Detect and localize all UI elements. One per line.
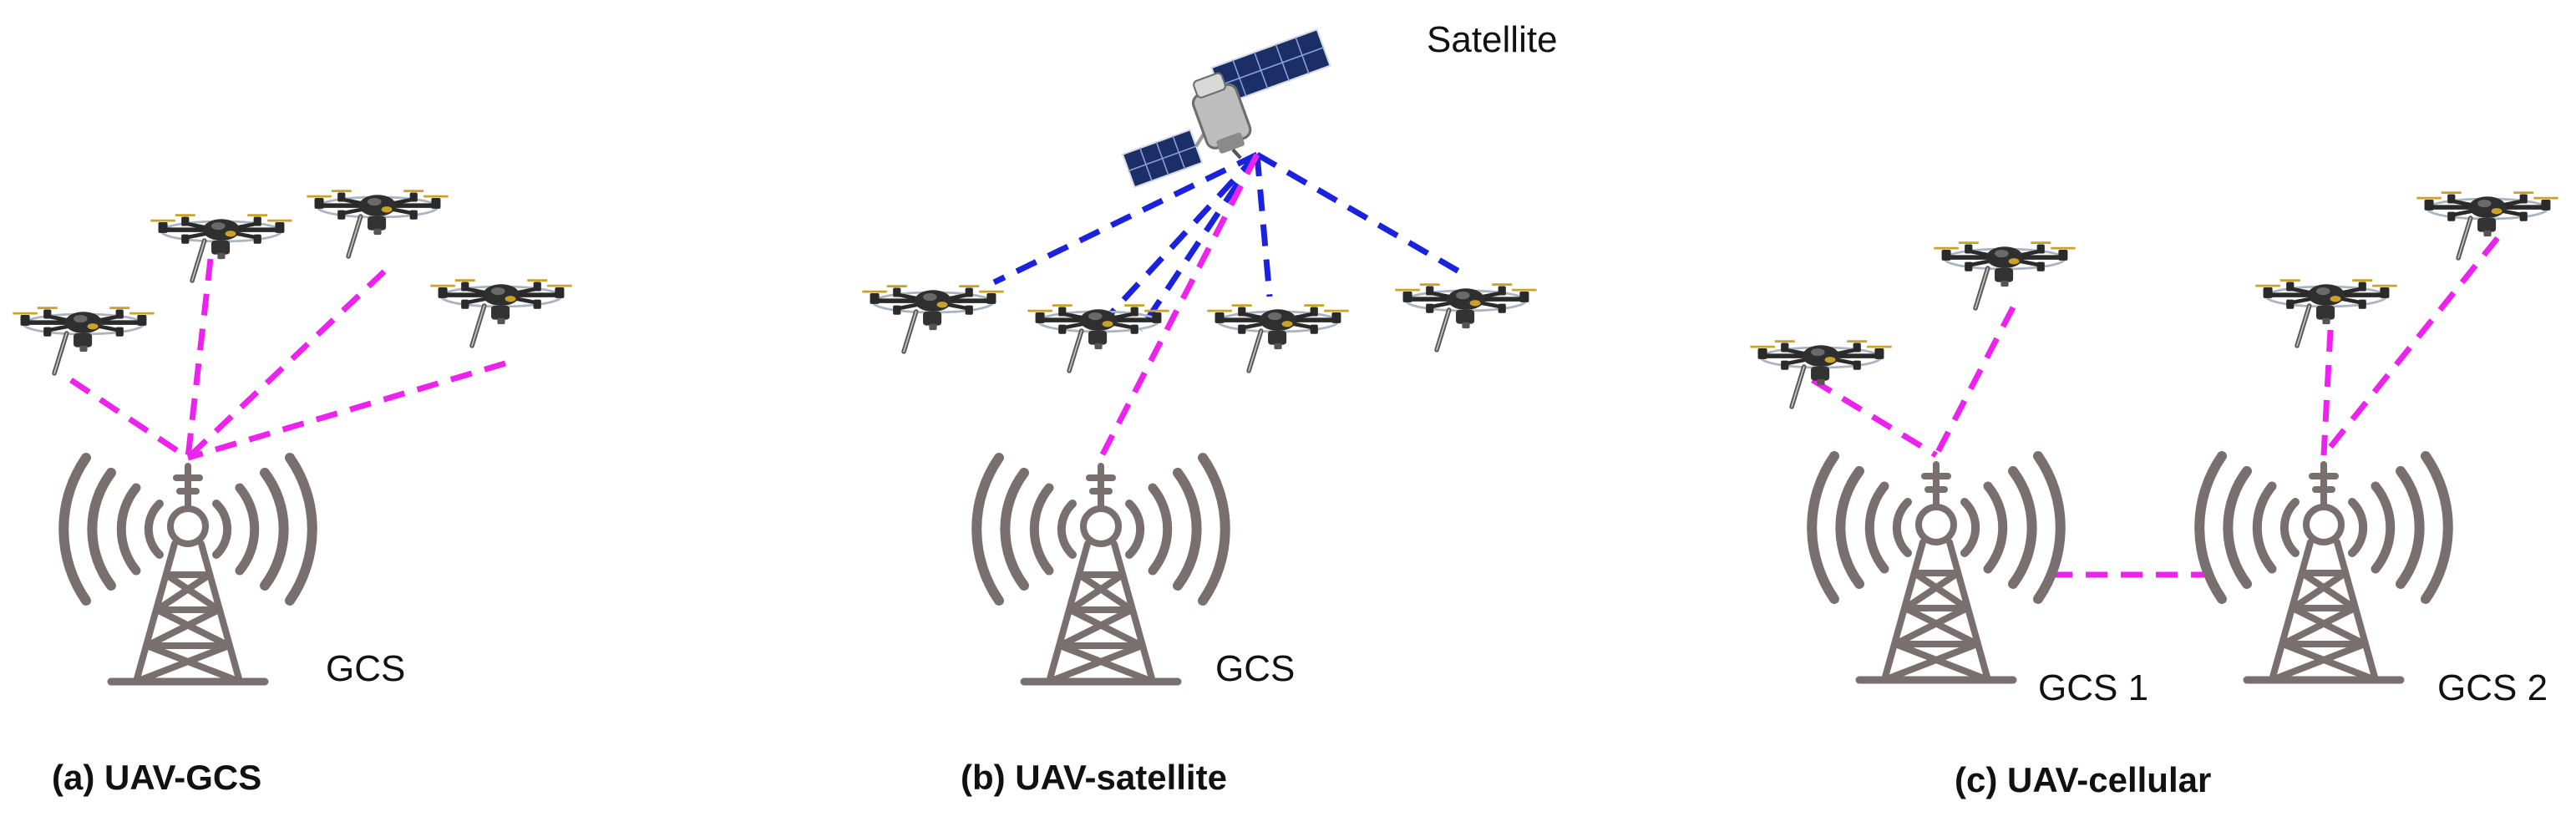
satellite-label: Satellite [1427,19,1558,60]
panel-c: GCS 1 GCS 2 (c) UAV-cellular [1750,193,2558,799]
cellular-links [1811,236,2500,578]
link-drone-a2-gcs [185,258,214,459]
radio-tower-icon [2199,456,2448,680]
link-sat-drone-b3 [1254,154,1273,297]
gcs-label: GCS [1215,648,1295,689]
link-sat-gcs [1098,153,1260,459]
link-sat-drone-b1 [992,151,1259,286]
link-sat-drone-b2 [1093,152,1260,332]
panel-a: GCS (a) UAV-GCS [13,191,571,797]
ground-links [69,258,506,461]
link-drone-a3-gcs [185,269,387,460]
radio-tower-icon [63,458,312,682]
link-drone-c4-gcs2 [2321,236,2500,458]
satellite-icon [1105,29,1349,195]
drone-icon [13,308,154,373]
caption-a: (a) UAV-GCS [52,758,261,797]
link-sat-drone-b2b [1138,153,1260,332]
link-drone-a4-gcs [187,360,506,461]
caption-c: (c) UAV-cellular [1955,760,2211,799]
radio-tower-icon [1812,456,2061,680]
drone-icon [862,287,1003,352]
link-drone-c3-gcs2 [2320,329,2334,456]
gcs-label: GCS [326,648,405,689]
drone-icon [1750,342,1891,407]
drone-icon [1395,285,1536,350]
link-sat-drone-b4 [1255,151,1465,277]
drone-icon [1207,306,1348,371]
panel-b: Satellite GCS (b) UAV-satellite [862,19,1558,797]
drone-icon [2255,281,2396,346]
link-drone-a1-gcs [69,378,190,460]
caption-b: (b) UAV-satellite [961,758,1227,797]
drone-icon [150,216,292,281]
drone-icon [307,191,448,256]
drone-icon [1027,306,1169,371]
link-drone-c2-gcs1 [1933,306,2016,457]
satellite-links [992,151,1465,459]
link-drone-c1-gcs1 [1811,378,1938,458]
drone-icon [430,281,571,346]
radio-tower-icon [976,458,1225,682]
drone-icon [1934,243,2075,308]
gcs2-label: GCS 2 [2437,667,2548,708]
gcs1-label: GCS 1 [2038,667,2148,708]
